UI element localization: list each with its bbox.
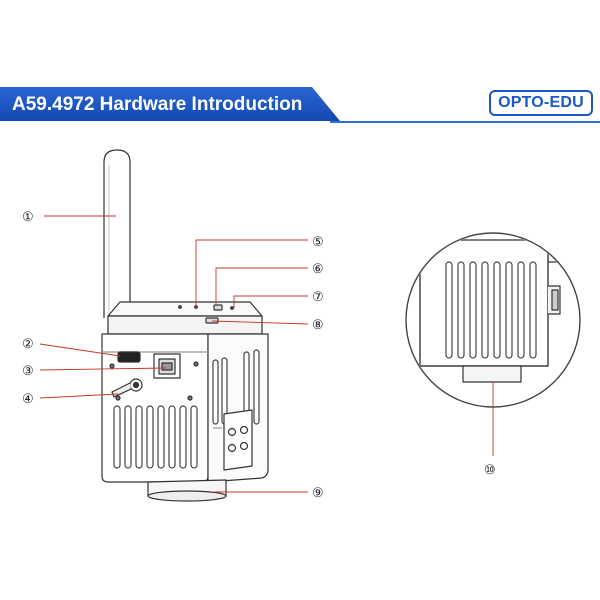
callout-1: ①: [22, 210, 34, 225]
callout-6: ⑥: [312, 262, 324, 277]
hdmi-port: [117, 351, 141, 363]
brand-logo: OPTO-EDU: [489, 90, 593, 116]
leader-8: [211, 320, 309, 325]
callout-2: ②: [22, 337, 34, 352]
leader-2: [39, 343, 121, 357]
leader-3: [39, 367, 167, 371]
detail-c-mount: [462, 365, 522, 383]
callout-3: ③: [22, 364, 34, 379]
camera-top: [107, 301, 263, 317]
leader-5: [195, 239, 308, 308]
callout-5: ⑤: [312, 235, 324, 250]
header-banner: [0, 87, 340, 121]
front-vents: [113, 405, 198, 469]
leader-7: [233, 295, 308, 308]
page-title: A59.4972 Hardware Introduction: [12, 94, 303, 115]
callout-4: ④: [22, 392, 34, 407]
brand-logo-text: OPTO-EDU: [498, 94, 584, 111]
side-button-panel: [223, 409, 253, 471]
antenna: [103, 149, 131, 318]
leader-4: [39, 393, 119, 399]
detail-zoom-content: [419, 239, 566, 383]
leader-6: [215, 267, 308, 305]
callout-9: ⑨: [312, 486, 324, 501]
callout-8: ⑧: [312, 318, 324, 333]
callout-10: ⑩: [484, 463, 496, 478]
header-rule: [330, 121, 600, 123]
callout-7: ⑦: [312, 290, 324, 305]
